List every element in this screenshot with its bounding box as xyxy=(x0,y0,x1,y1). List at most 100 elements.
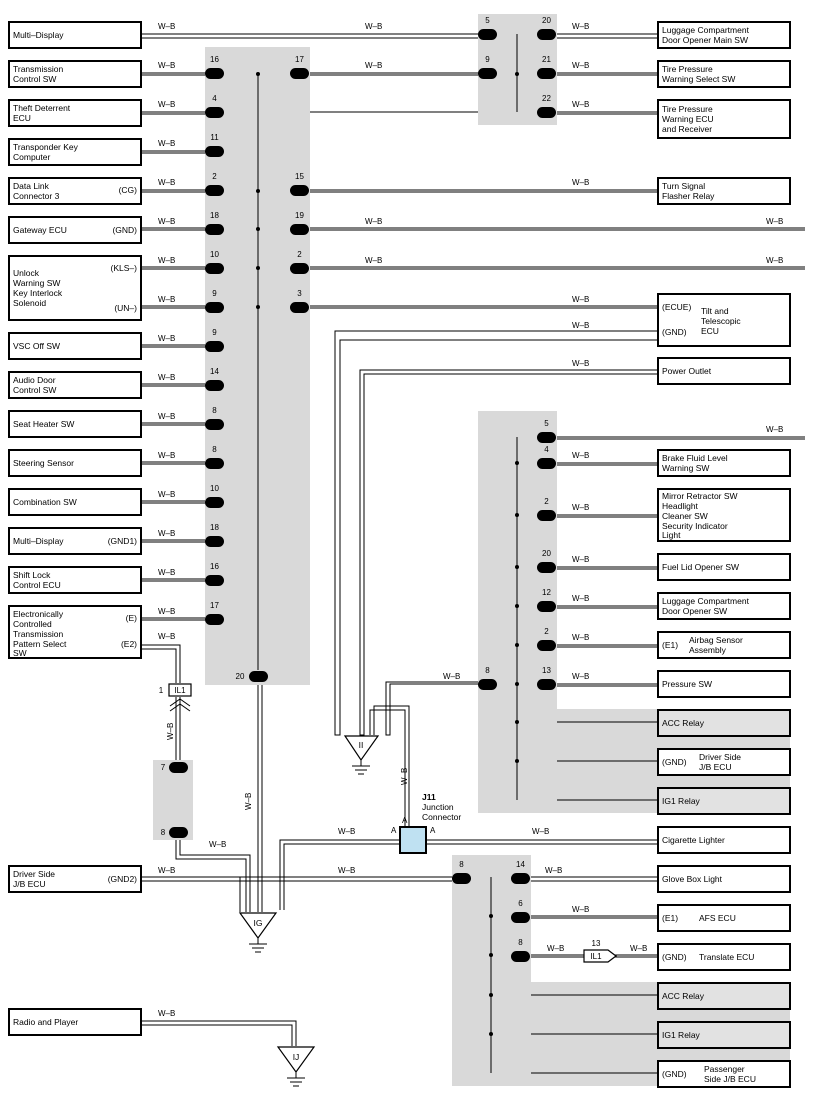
box-shift-lock-2: Control ECU xyxy=(13,580,61,590)
connector-pin: 15 xyxy=(295,172,304,181)
connector-pin: 17 xyxy=(295,55,304,64)
box-fuel-lid: Fuel Lid Opener SW xyxy=(662,562,739,572)
connector-pin: 19 xyxy=(295,211,304,220)
connector-pin: 14 xyxy=(516,860,525,869)
connector-code: 4C xyxy=(209,460,219,469)
pin-tilt-gnd: (GND) xyxy=(662,327,687,337)
box-passenger-jb-1: Passenger xyxy=(704,1064,745,1074)
wire-label: W–B xyxy=(572,594,589,603)
junction-desc-2: Connector xyxy=(422,812,461,822)
box-tire-ecu-3: and Receiver xyxy=(662,124,712,134)
connector-code: 4F xyxy=(483,70,492,79)
wire-label: W–B xyxy=(158,1009,175,1018)
connector-code: 3J xyxy=(516,953,524,962)
box-tilt-3: ECU xyxy=(701,326,719,336)
connector-pin: 18 xyxy=(210,523,219,532)
connector-code: 4B xyxy=(210,148,220,157)
connector-pin: 9 xyxy=(212,328,217,337)
pin-ectpss-e: (E) xyxy=(126,613,138,623)
wire-label: W–B xyxy=(572,905,589,914)
wire-label: W–B xyxy=(158,490,175,499)
plug-code: IL1 xyxy=(590,952,602,961)
wire-label: W–B xyxy=(338,866,355,875)
box-transponder-2: Computer xyxy=(13,152,50,162)
connector-pin: 22 xyxy=(542,94,551,103)
box-pressure-sw: Pressure SW xyxy=(662,679,712,689)
wire-label: W–B xyxy=(572,178,589,187)
box-transmission-2: Control SW xyxy=(13,74,56,84)
connector-code: 4F xyxy=(295,70,304,79)
connector-code: 4E xyxy=(295,304,305,313)
junction-connector: J11 Junction Connector A A A xyxy=(391,792,461,854)
wire-label: W–B xyxy=(545,866,562,875)
connector-pin: 20 xyxy=(542,549,551,558)
box-dlc3-2: Connector 3 xyxy=(13,191,60,201)
box-tilt-2: Telescopic xyxy=(701,316,741,326)
box-mirror-4: Security Indicator xyxy=(662,521,728,531)
pin-dlc3-cg: (CG) xyxy=(119,185,138,195)
pin-unlock-un: (UN–) xyxy=(114,303,137,313)
connector-code: 4F xyxy=(210,226,219,235)
wire-label: W–B xyxy=(572,359,589,368)
connector-code: 4D xyxy=(209,577,219,586)
box-tire-select-2: Warning Select SW xyxy=(662,74,735,84)
wire-label: W–B xyxy=(158,568,175,577)
connector-code: 4B xyxy=(542,31,552,40)
pin-airbag-e1: (E1) xyxy=(662,640,678,650)
wire-label: W–B xyxy=(158,412,175,421)
connector-code: 4D xyxy=(294,226,304,235)
connector-code: 4F xyxy=(210,70,219,79)
connector-pin: 8 xyxy=(212,406,217,415)
wire-label: W–B xyxy=(158,632,175,641)
connector-pin: 11 xyxy=(210,133,219,142)
box-mirror-2: Headlight xyxy=(662,501,699,511)
wire-label: W–B xyxy=(244,793,253,810)
wire-label: W–B xyxy=(365,256,382,265)
connector-code: 4A xyxy=(295,265,305,274)
box-airbag-1: Airbag Sensor xyxy=(689,635,743,645)
wire-label: W–B xyxy=(572,555,589,564)
box-tire-ecu-2: Warning ECU xyxy=(662,114,714,124)
connector-code: 3G xyxy=(173,829,184,838)
connector-pin: 6 xyxy=(518,899,523,908)
connector-code: 4D xyxy=(209,499,219,508)
connector-code: 4B xyxy=(542,70,552,79)
wire-label: W–B xyxy=(158,61,175,70)
box-shift-lock-1: Shift Lock xyxy=(13,570,51,580)
box-airbag-2: Assembly xyxy=(689,645,727,655)
box-driver-jb-r-1: Driver Side xyxy=(699,752,741,762)
box-ectpss-3: Transmission xyxy=(13,629,63,639)
box-ig1-relay-2: IG1 Relay xyxy=(662,1030,701,1040)
junction-pin: A xyxy=(402,816,408,825)
box-afs: AFS ECU xyxy=(699,913,736,923)
box-transponder-1: Transponder Key xyxy=(13,142,79,152)
wire-label: W–B xyxy=(572,61,589,70)
box-ectpss-5: SW xyxy=(13,648,27,658)
connector-pin: 8 xyxy=(161,828,166,837)
wire-label: W–B xyxy=(572,22,589,31)
connector-code: 2E xyxy=(542,564,552,573)
pin-tilt-ecue: (ECUE) xyxy=(662,302,691,312)
connector-pin: 16 xyxy=(210,562,219,571)
wire-label: W–B xyxy=(572,672,589,681)
box-turn-signal-2: Flasher Relay xyxy=(662,191,715,201)
wire-label: W–B xyxy=(766,425,783,434)
connector-pin: 20 xyxy=(542,16,551,25)
splice-dots xyxy=(256,72,519,1036)
connector-code: 4C xyxy=(209,343,219,352)
junction-pin: A xyxy=(391,826,397,835)
box-brake-fluid-2: Warning SW xyxy=(662,463,709,473)
box-theft-1: Theft Deterrent xyxy=(13,103,71,113)
wire-label: W–B xyxy=(572,451,589,460)
wire-label: W–B xyxy=(532,827,549,836)
left-boxes: Multi–Display Transmission Control SW Th… xyxy=(8,21,142,1036)
box-ectpss-4: Pattern Select xyxy=(13,639,67,649)
plug-pin: 1 xyxy=(159,686,164,695)
wire-label: W–B xyxy=(158,334,175,343)
box-gateway: Gateway ECU xyxy=(13,225,67,235)
connector-code: 4F xyxy=(295,187,304,196)
pin-gateway-gnd: (GND) xyxy=(112,225,137,235)
box-luggage-main-2: Door Opener Main SW xyxy=(662,35,748,45)
ground-ig: IG xyxy=(254,918,263,928)
